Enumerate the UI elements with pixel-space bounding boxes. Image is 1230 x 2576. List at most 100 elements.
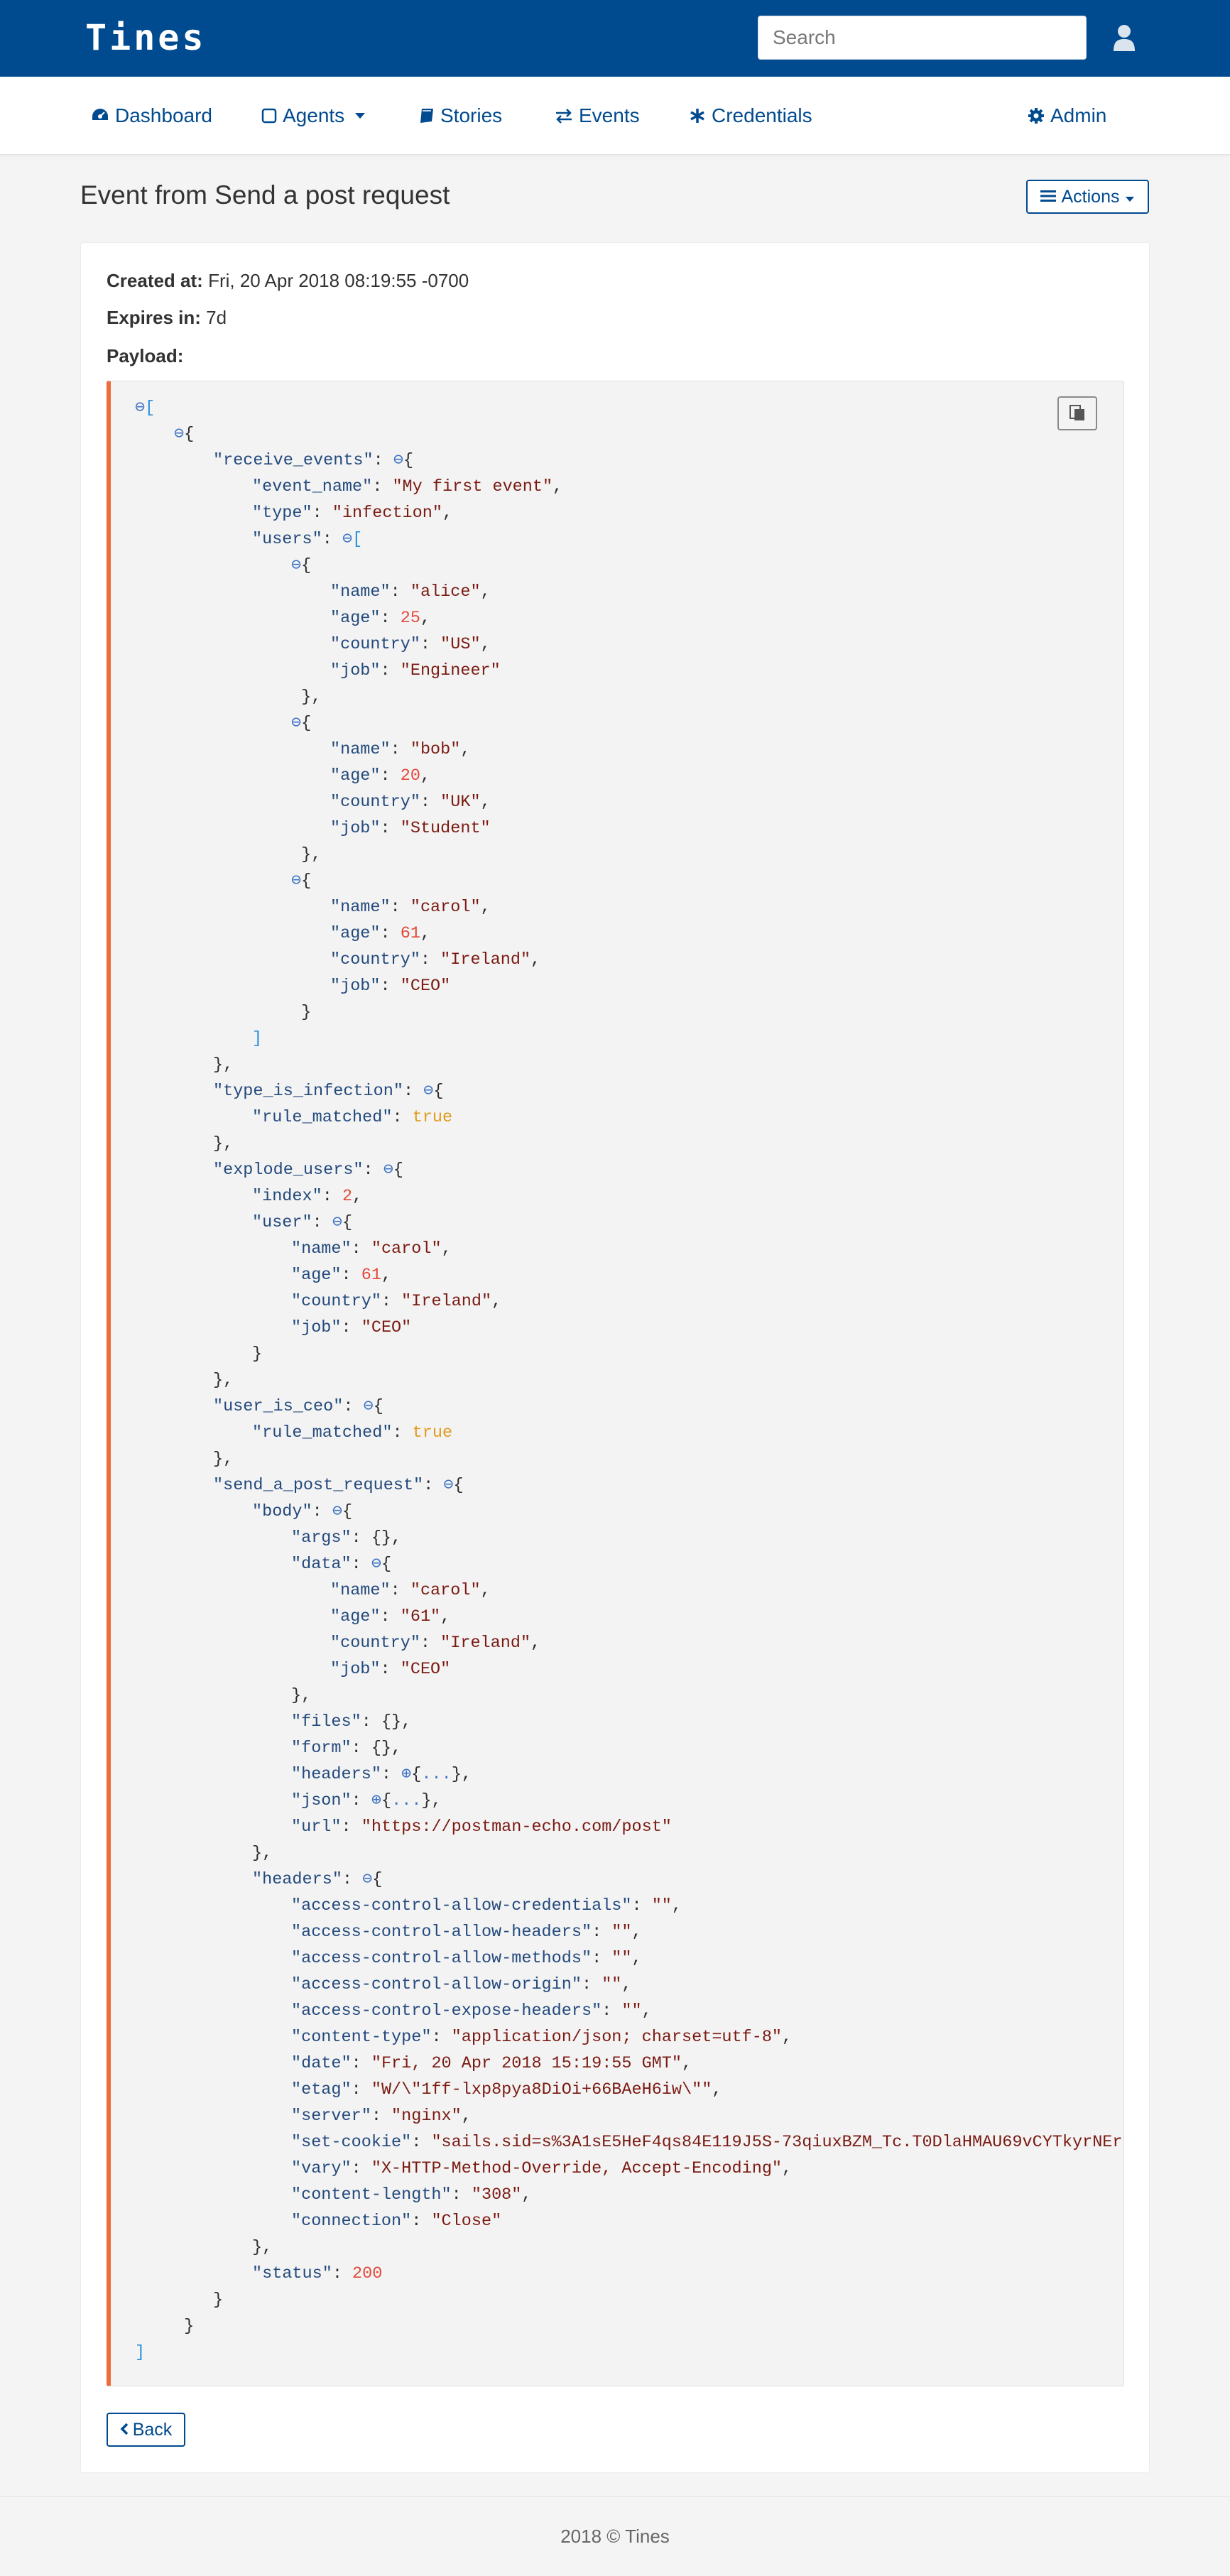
collapse-toggle-icon[interactable]: ⊖	[174, 425, 185, 444]
json-punctuation: {	[373, 1397, 383, 1416]
json-key: "etag"	[291, 2080, 352, 2099]
expand-toggle-icon[interactable]: ⊕	[401, 1765, 412, 1784]
json-string-value: "CEO"	[361, 1318, 412, 1337]
collapsed-ellipsis[interactable]: ...	[421, 1765, 452, 1784]
json-key: "name"	[330, 582, 391, 602]
json-key: "age"	[330, 766, 381, 786]
expand-toggle-icon[interactable]: ⊕	[371, 1791, 381, 1810]
collapse-toggle-icon[interactable]: ⊖	[332, 1213, 342, 1232]
json-key: "content-length"	[291, 2185, 452, 2205]
json-line: },	[135, 842, 1122, 868]
json-line: "name": "carol",	[135, 894, 1122, 920]
json-line: "name": "alice",	[135, 579, 1122, 605]
json-string-value: "application/json; charset=utf-8"	[451, 2028, 783, 2047]
json-punctuation: :	[312, 1502, 332, 1521]
json-punctuation: :	[351, 2159, 371, 2178]
json-string-value: "CEO"	[400, 1660, 451, 1679]
search-input[interactable]	[758, 16, 1087, 60]
json-punctuation: :	[451, 2185, 472, 2205]
json-punctuation: {	[301, 871, 312, 891]
nav-events[interactable]: Events	[555, 77, 640, 155]
json-string-value: "Ireland"	[440, 950, 531, 969]
json-punctuation: :	[420, 950, 441, 969]
json-line: },	[135, 1367, 1122, 1393]
json-punctuation: :	[602, 2001, 622, 2021]
collapse-toggle-icon[interactable]: ⊖	[332, 1502, 342, 1521]
json-punctuation: :	[392, 1108, 413, 1127]
json-key: "data"	[291, 1555, 352, 1574]
json-line: "age": "61",	[135, 1604, 1122, 1630]
json-punctuation: :	[390, 582, 410, 602]
json-punctuation: :	[351, 2080, 371, 2099]
json-key: "headers"	[291, 1765, 381, 1784]
actions-button[interactable]: Actions	[1026, 180, 1149, 214]
json-line: "job": "CEO"	[135, 973, 1122, 999]
json-key: "json"	[291, 1791, 352, 1810]
json-line: "job": "CEO"	[135, 1315, 1122, 1341]
json-line: "json": ⊕{...},	[135, 1788, 1122, 1814]
tines-logo[interactable]: Tines	[85, 17, 207, 58]
json-key: "type"	[252, 504, 312, 523]
nav-dashboard[interactable]: Dashboard	[91, 77, 212, 155]
json-line: "server": "nginx",	[135, 2103, 1122, 2129]
json-punctuation: :	[351, 2054, 371, 2073]
nav-agents-label: Agents	[283, 104, 345, 126]
json-key: "connection"	[291, 2212, 412, 2231]
json-punctuation: {	[372, 1870, 383, 1889]
json-key: "job"	[330, 977, 381, 996]
json-key: "access-control-expose-headers"	[291, 2001, 602, 2021]
nav-admin[interactable]: Admin	[1028, 77, 1106, 155]
json-punctuation: :	[411, 2133, 432, 2152]
collapse-toggle-icon[interactable]: ⊖	[393, 451, 404, 470]
payload-heading: Payload:	[107, 345, 183, 367]
json-key: "name"	[330, 1581, 391, 1600]
json-line: "job": "Student"	[135, 815, 1122, 842]
json-line: "status": 200	[135, 2261, 1122, 2287]
collapse-toggle-icon[interactable]: ⊖	[135, 398, 146, 418]
collapsed-ellipsis[interactable]: ...	[391, 1791, 422, 1810]
json-line: "form": {},	[135, 1735, 1122, 1761]
json-line: "country": "Ireland",	[135, 1630, 1122, 1656]
nav-stories[interactable]: Stories	[419, 77, 502, 155]
collapse-toggle-icon[interactable]: ⊖	[291, 714, 302, 733]
json-key: "country"	[330, 635, 420, 654]
nav-agents[interactable]: Agents	[261, 77, 366, 155]
nav-credentials[interactable]: Credentials	[689, 77, 812, 155]
json-key: "send_a_post_request"	[213, 1476, 424, 1495]
json-line: "age": 20,	[135, 763, 1122, 789]
json-punctuation: :	[411, 2212, 432, 2231]
json-key: "rule_matched"	[252, 1108, 393, 1127]
square-icon	[261, 108, 277, 124]
actions-label: Actions	[1061, 186, 1120, 207]
json-line: "age": 25,	[135, 605, 1122, 631]
json-string-value: "alice"	[410, 582, 481, 602]
collapse-toggle-icon[interactable]: ⊖	[291, 556, 302, 575]
json-punctuation: ,	[521, 2185, 532, 2205]
collapse-toggle-icon[interactable]: ⊖	[291, 871, 302, 891]
json-punctuation: : {},	[351, 1528, 402, 1548]
json-punctuation: {	[393, 1161, 404, 1180]
collapse-toggle-icon[interactable]: ⊖	[423, 1082, 434, 1101]
collapse-toggle-icon[interactable]: ⊖	[443, 1476, 454, 1495]
back-button[interactable]: Back	[107, 2413, 185, 2447]
collapse-toggle-icon[interactable]: ⊖	[363, 1397, 374, 1416]
user-icon[interactable]	[1114, 24, 1135, 51]
json-string-value: "61"	[400, 1607, 441, 1626]
json-number-value: 61	[361, 1266, 381, 1285]
collapse-toggle-icon[interactable]: ⊖	[342, 530, 353, 549]
json-key: "index"	[252, 1187, 322, 1206]
json-punctuation: :	[420, 793, 441, 812]
json-punctuation: ,	[530, 1634, 541, 1653]
json-line: ⊖{	[135, 710, 1122, 737]
json-punctuation: :	[392, 1423, 413, 1442]
json-punctuation: :	[581, 1975, 602, 1994]
json-line: "explode_users": ⊖{	[135, 1157, 1122, 1183]
json-punctuation: :	[381, 1292, 402, 1311]
copy-button[interactable]	[1057, 396, 1097, 430]
collapse-toggle-icon[interactable]: ⊖	[371, 1555, 381, 1574]
caret-down-icon	[354, 112, 366, 119]
collapse-toggle-icon[interactable]: ⊖	[362, 1870, 373, 1889]
collapse-toggle-icon[interactable]: ⊖	[383, 1161, 393, 1180]
json-punctuation: :	[351, 1791, 371, 1810]
clipboard-icon	[1069, 403, 1086, 424]
